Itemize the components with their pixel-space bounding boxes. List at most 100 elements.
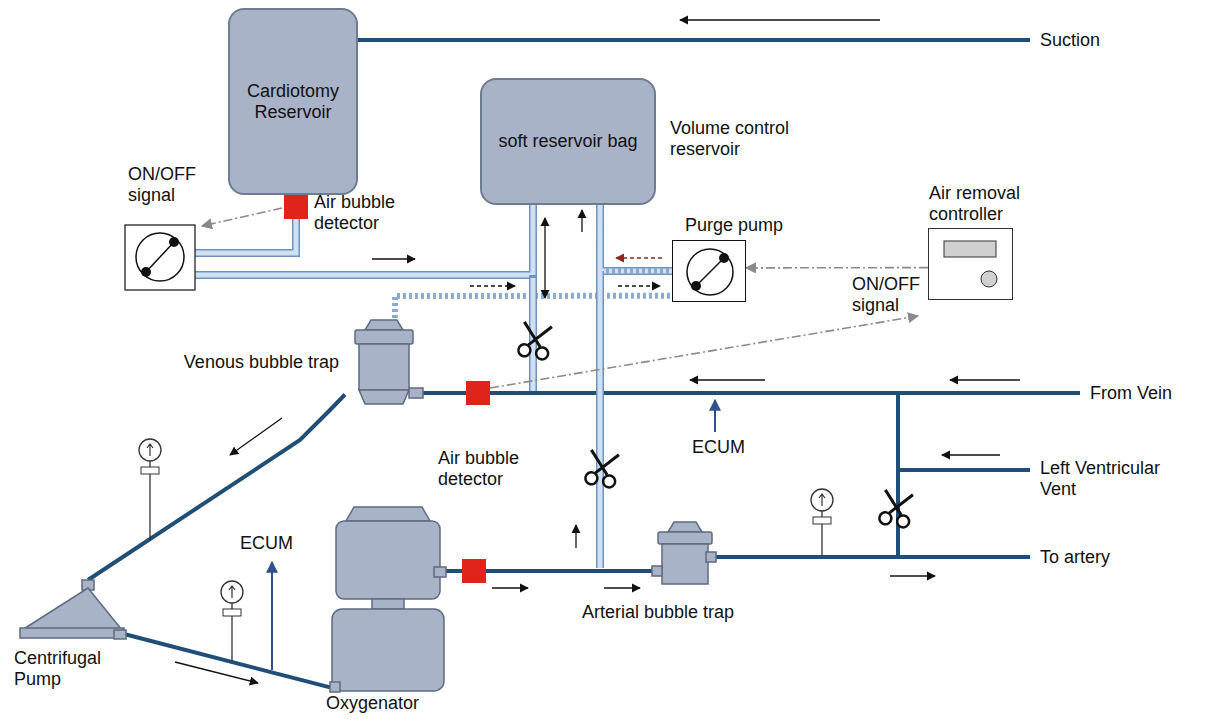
callout-label: Air bubble detector: [438, 448, 534, 490]
pump-roller: [691, 281, 701, 291]
text-holder: Oxygenator: [326, 693, 419, 714]
flow-arrow: [890, 575, 935, 576]
bubble-trap: [359, 390, 409, 404]
flow-arrow: [616, 257, 662, 258]
oxygenator: [336, 521, 440, 599]
pressure-gauge: [223, 609, 241, 616]
tube-core-group: [160, 195, 672, 275]
reservoir-bag: soft reservoir bagVolume control reservo…: [480, 78, 656, 205]
centrifugal-pump: [114, 630, 126, 639]
centrifugal-pump-outline: [18, 580, 126, 642]
bubble-trap-outline: [345, 318, 423, 408]
clamp: [878, 490, 913, 529]
bubble-trap: [355, 330, 413, 344]
controller-box: Air removal controller: [928, 228, 1013, 300]
tube-connector: [746, 267, 928, 269]
oxygenator: Oxygenator: [330, 505, 446, 695]
control-knob: [981, 271, 997, 287]
pressure-gauge: [811, 489, 833, 511]
flow-arrow: [175, 662, 258, 683]
tube-connector: [88, 395, 345, 581]
pump-rotor: [696, 258, 724, 286]
pressure-gauge: [147, 444, 153, 456]
pump-rotor: [687, 249, 733, 295]
box-label: Volume control reservoir: [670, 118, 808, 160]
bubble-trap-outline: [652, 520, 716, 592]
callout-label: ECUM: [240, 533, 293, 554]
roller-pump-outline: [673, 241, 745, 301]
roller-pump: [169, 237, 179, 247]
bubble-detector: [284, 195, 308, 219]
roller-pump: [141, 267, 151, 277]
pressure-gauge: [221, 581, 243, 662]
reservoir-box: Cardiotomy Reservoir: [228, 8, 358, 195]
flow-arrow: [950, 379, 1020, 380]
centrifugal-pump: [20, 628, 124, 638]
signal-line: [490, 316, 918, 388]
roller-pump: [125, 225, 195, 290]
callout-label: Left Ventricular Vent: [1040, 458, 1190, 500]
bubble-trap: [668, 522, 702, 532]
pump-roller: [719, 253, 729, 263]
text-holder: Centrifugal Pump: [14, 648, 118, 690]
bubble-trap: [652, 566, 662, 576]
oxygenator: [330, 682, 340, 692]
centrifugal-pump: [22, 588, 122, 630]
clamp: [535, 346, 549, 360]
callout-label: From Vein: [1090, 383, 1172, 404]
controller-box-outline: [929, 229, 1012, 299]
flow-arrow: [492, 587, 528, 588]
flow-arrow: [372, 258, 415, 259]
clamp: [878, 511, 892, 525]
roller-pump: [146, 242, 174, 272]
bubble-trap: [409, 388, 423, 398]
part-label: Arterial bubble trap: [582, 602, 734, 623]
purge-line: [606, 268, 670, 274]
roller-pump: [136, 233, 184, 281]
clamp: [517, 343, 531, 357]
vent-line: [896, 393, 900, 557]
flow-arrow: [544, 218, 545, 258]
callout-label: Suction: [1040, 30, 1100, 51]
tube-connector: [600, 205, 672, 271]
flow-arrow: [942, 454, 1000, 455]
suction-line: [357, 38, 1030, 42]
clamp: [584, 450, 619, 489]
callout-label: ECUM: [692, 437, 745, 458]
pressure-gauge: [221, 581, 243, 603]
clamp: [602, 474, 616, 488]
bubble-trap: Venous bubble trap: [345, 318, 423, 408]
edge-group: [88, 195, 928, 687]
pressure-gauge: [813, 517, 831, 524]
text-holder: Volume control reservoir: [670, 118, 808, 160]
flow-arrow: [618, 285, 660, 286]
flow-arrow: [581, 210, 582, 232]
part-label: Venous bubble trap: [184, 352, 339, 373]
part-label: Purge pump: [685, 215, 783, 236]
pressure-gauge: [819, 494, 825, 506]
part-label: Centrifugal Pump: [14, 648, 118, 690]
ecum-arrow: [714, 400, 716, 432]
oxygenator: [434, 567, 446, 577]
callout-label: To artery: [1040, 547, 1110, 568]
arterial-line: [716, 555, 1030, 559]
display-window: [944, 241, 996, 257]
text-holder: soft reservoir bag: [482, 80, 654, 203]
box-label: soft reservoir bag: [498, 131, 637, 152]
clamp: [584, 471, 598, 485]
blood-lines: [357, 40, 1080, 557]
callout-label: ON/OFF signal: [128, 164, 200, 206]
pressure-gauge: [821, 511, 822, 556]
bubble-trap: [706, 552, 716, 562]
oxygenator-outline: [330, 505, 446, 695]
pressure-gauge: [139, 439, 161, 461]
clamp: [517, 322, 552, 361]
flow-arrow: [680, 19, 880, 20]
bubble-trap: [658, 532, 712, 544]
callout-label: Air bubble detector: [314, 192, 410, 234]
bubble-trap: [365, 320, 403, 330]
clamp: [896, 514, 910, 528]
oxygenator: [372, 599, 404, 609]
bubble-trap: Arterial bubble trap: [652, 520, 716, 592]
